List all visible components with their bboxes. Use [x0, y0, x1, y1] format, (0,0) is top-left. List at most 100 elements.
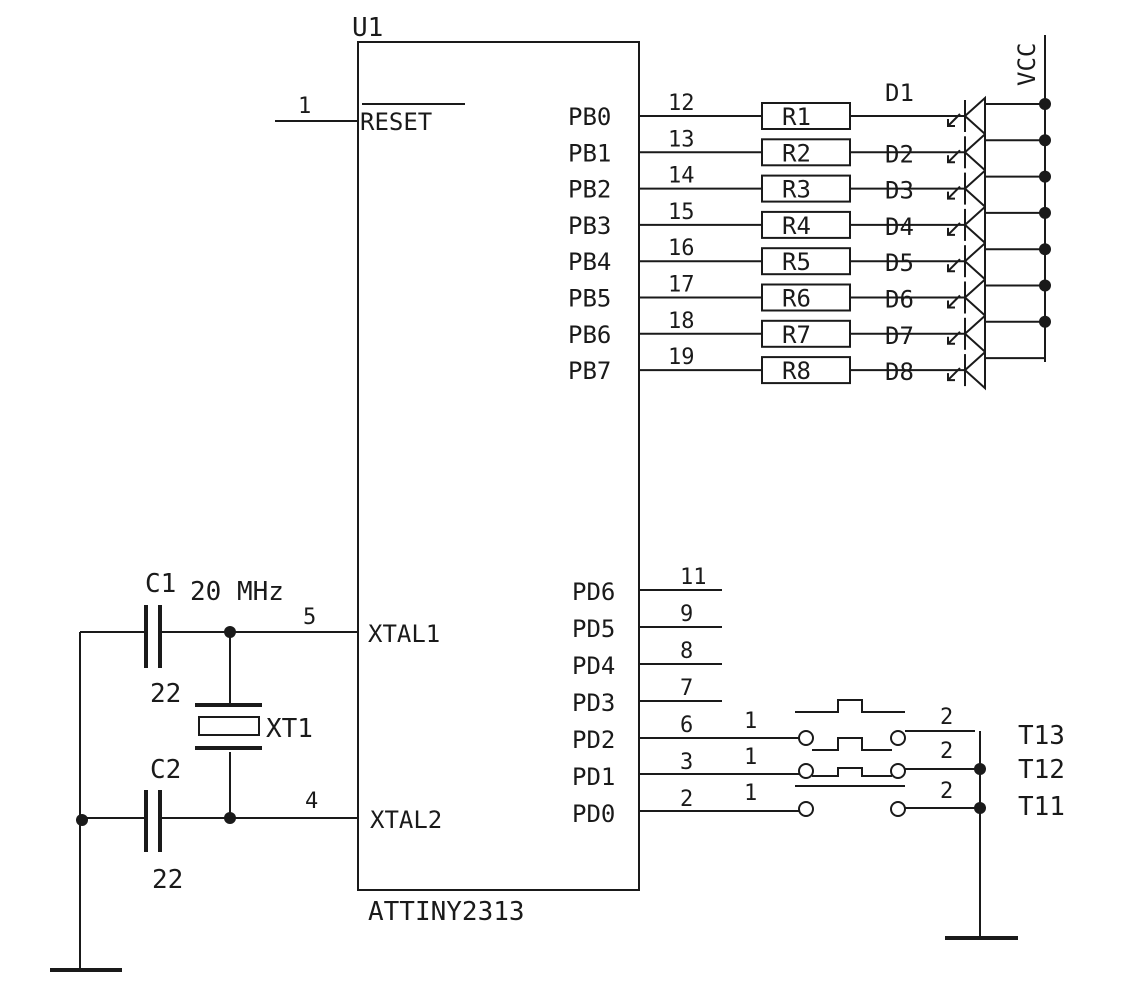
capacitor-c2: C2 22: [144, 755, 183, 895]
led-triangle: [963, 168, 986, 209]
crystal-xt1: XT1 20 MHz: [190, 577, 313, 818]
xtal2-pin-name: XTAL2: [370, 806, 442, 834]
led-label: D5: [885, 249, 914, 277]
led-triangle: [963, 349, 986, 391]
switch-t12-pin-b: 2: [940, 739, 953, 764]
led-emission-arrow: [947, 258, 961, 273]
led-triangle: [963, 132, 986, 173]
resistor-label: R8: [782, 357, 811, 385]
resistor-body: [761, 102, 851, 130]
portb-pin-number: 18: [668, 309, 695, 334]
portd-pin-name: PD5: [572, 615, 615, 643]
ic-ref-label: U1: [352, 13, 383, 43]
switch-t11-label: T11: [1018, 792, 1065, 822]
port-b-row: PB0 12 R1 D1: [568, 79, 1051, 137]
resistor-body: [761, 356, 851, 385]
port-d-row: PD1 3: [572, 750, 693, 791]
switch-t11-pin-a: 1: [744, 781, 757, 806]
led-label: D8: [885, 358, 914, 386]
c2-value: 22: [152, 865, 183, 895]
resistor-label: R5: [782, 248, 811, 276]
portb-pin-number: 19: [668, 345, 695, 370]
portb-pin-name: PB1: [568, 139, 611, 167]
port-d-row: PD6 11: [572, 565, 722, 606]
led-label: D3: [885, 177, 914, 205]
ic-part-label: ATTINY2313: [368, 897, 525, 927]
portd-pin-number: 6: [680, 713, 693, 738]
switch-t11-pin-b: 2: [940, 779, 953, 804]
portb-pin-number: 13: [668, 127, 695, 152]
led-emission-arrow: [947, 222, 961, 236]
portd-pin-name: PD3: [572, 689, 615, 717]
reset-pin-number: 1: [298, 94, 311, 119]
resistor-label: R1: [782, 103, 811, 131]
portd-pin-number: 7: [680, 676, 693, 701]
resistor-label: R7: [782, 321, 811, 349]
switch-t12-pin-a: 1: [744, 745, 757, 770]
port-d-row: PD2 6: [572, 713, 693, 754]
portb-pin-number: 12: [668, 91, 695, 116]
portd-pin-name: PD2: [572, 726, 615, 754]
switch-junction-1: [974, 763, 986, 775]
portd-pin-number: 8: [680, 639, 693, 664]
portb-pin-name: PB6: [568, 321, 611, 349]
portd-pin-name: PD4: [572, 652, 615, 680]
led-triangle: [963, 313, 986, 355]
led-label: D1: [885, 79, 914, 107]
c1-ref: C1: [145, 569, 176, 599]
portd-pin-name: PD0: [572, 800, 615, 828]
switch-t12-label: T12: [1018, 755, 1065, 785]
led-label: D4: [885, 213, 914, 241]
xtal2-pin-number: 4: [305, 789, 318, 814]
reset-pin-name: RESET: [360, 108, 432, 136]
vcc-label: VCC: [1013, 43, 1041, 86]
portd-pin-number: 2: [680, 787, 693, 812]
portb-pin-name: PB4: [568, 248, 611, 276]
led-triangle: [963, 204, 986, 246]
switch-t11: 1 2 T11: [638, 779, 1065, 822]
led-triangle: [963, 240, 986, 282]
led-emission-arrow: [947, 185, 961, 200]
portd-pin-number: 11: [680, 565, 707, 590]
led-emission-arrow: [947, 367, 961, 382]
switch-t13-label: T13: [1018, 721, 1065, 751]
led-emission-arrow: [947, 113, 961, 127]
port-b-row: PB7 19 R8 D8: [568, 345, 1045, 391]
portd-pin-name: PD1: [572, 763, 615, 791]
resistor-label: R3: [782, 176, 811, 204]
portb-pin-name: PB7: [568, 357, 611, 385]
portb-pin-name: PB2: [568, 176, 611, 204]
led-emission-arrow: [947, 331, 961, 345]
xtal1-pin-number: 5: [303, 605, 316, 630]
portb-pin-name: PB3: [568, 212, 611, 240]
switch-t13-pin-a: 1: [744, 709, 757, 734]
xt1-ref: XT1: [266, 714, 313, 744]
resistor-body: [761, 247, 851, 276]
portb-pin-number: 17: [668, 273, 695, 298]
port-d-row: PD4 8: [572, 639, 722, 680]
portd-pin-name: PD6: [572, 578, 615, 606]
portb-pin-number: 15: [668, 200, 695, 225]
port-d-row: PD0 2: [572, 787, 693, 828]
portb-pin-name: PB0: [568, 103, 611, 131]
switch-t13-pin-b: 2: [940, 705, 953, 730]
led-label: D2: [885, 140, 914, 168]
portd-pin-number: 3: [680, 750, 693, 775]
led-triangle: [963, 95, 986, 137]
resistor-label: R6: [782, 285, 811, 313]
switch-t13: 1 2 T13: [638, 699, 1065, 751]
switch-junction-2: [974, 802, 986, 814]
switch-t12: 1 2 T12: [638, 737, 1065, 785]
c2-ref: C2: [150, 755, 181, 785]
portb-pin-name: PB5: [568, 285, 611, 313]
capacitor-c1: C1 22: [144, 569, 181, 709]
